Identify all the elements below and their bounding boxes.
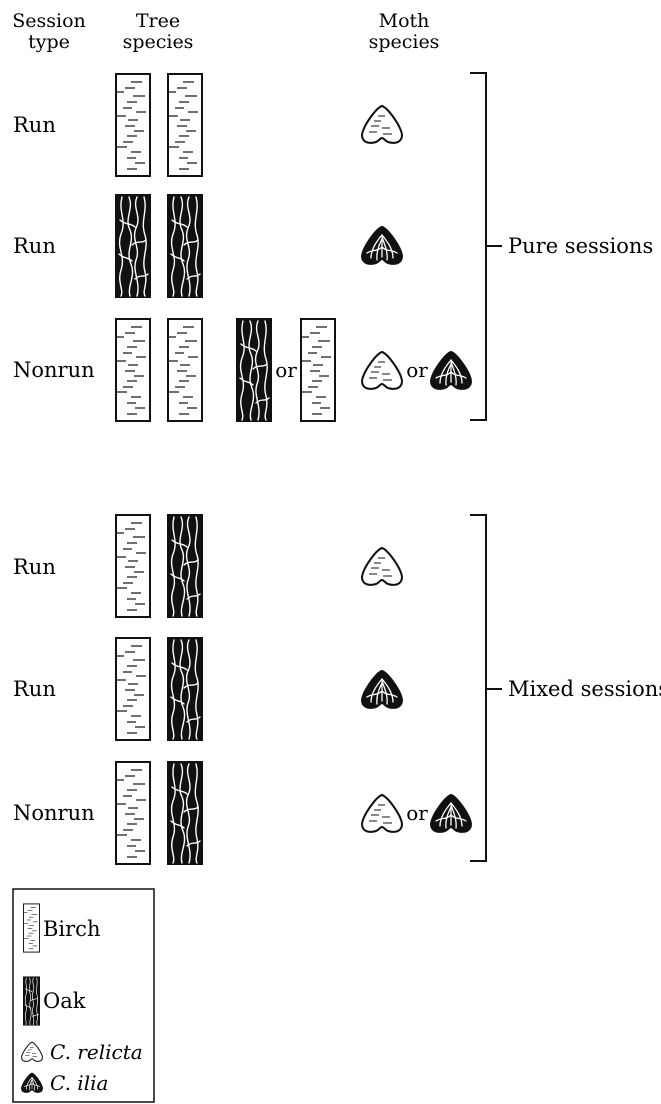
birch-bark-icon — [115, 318, 151, 422]
header-moth-species-line2: species — [369, 31, 440, 53]
birch-bark-icon — [167, 318, 203, 422]
legend-label-birch: Birch — [43, 917, 100, 941]
dark-moth-icon — [361, 670, 403, 709]
dark-moth-icon — [361, 226, 403, 265]
oak-bark-icon — [167, 514, 203, 618]
dark-moth-icon — [430, 794, 472, 833]
header-tree-species-line1: Tree — [136, 10, 180, 32]
header-tree-species-line2: species — [123, 31, 194, 53]
light-moth-icon — [361, 351, 403, 390]
birch-bark-icon — [115, 514, 151, 618]
birch-bark-icon — [115, 73, 151, 177]
oak-bark-icon — [167, 194, 203, 298]
dark-moth-icon — [430, 351, 472, 390]
light-moth-icon — [361, 105, 403, 144]
oak-bark-icon — [236, 318, 272, 422]
mixed-sessions-bracket — [470, 514, 502, 862]
light-moth-icon — [361, 547, 403, 586]
pure-sessions-label: Pure sessions — [508, 234, 653, 258]
birch-bark-icon — [115, 761, 151, 865]
row-5-session-type: Run — [13, 677, 56, 701]
birch-bark-icon — [167, 73, 203, 177]
row-3-session-type: Nonrun — [13, 358, 95, 382]
header-moth-species-line1: Moth — [379, 10, 430, 32]
legend-label-c-ilia: C. ilia — [50, 1071, 108, 1095]
light-moth-icon — [361, 794, 403, 833]
header-session-type-line2: type — [28, 31, 70, 53]
oak-bark-icon — [115, 194, 151, 298]
birch-bark-icon — [23, 903, 40, 953]
row-2-session-type: Run — [13, 234, 56, 258]
row-6-session-type: Nonrun — [13, 801, 95, 825]
mixed-sessions-label: Mixed sessions — [508, 677, 661, 701]
or-label: or — [406, 358, 428, 382]
row-4-session-type: Run — [13, 555, 56, 579]
oak-bark-icon — [23, 976, 40, 1026]
or-label: or — [275, 358, 297, 382]
or-label: or — [406, 801, 428, 825]
legend-label-c-relicta: C. relicta — [50, 1040, 143, 1064]
oak-bark-icon — [167, 637, 203, 741]
legend-label-oak: Oak — [43, 989, 86, 1013]
legend: Birch Oak C. relicta C. ilia — [12, 888, 155, 1103]
birch-bark-icon — [300, 318, 336, 422]
header-session-type-line1: Session — [12, 10, 86, 32]
pure-sessions-bracket — [470, 72, 502, 421]
row-1-session-type: Run — [13, 113, 56, 137]
birch-bark-icon — [115, 637, 151, 741]
oak-bark-icon — [167, 761, 203, 865]
